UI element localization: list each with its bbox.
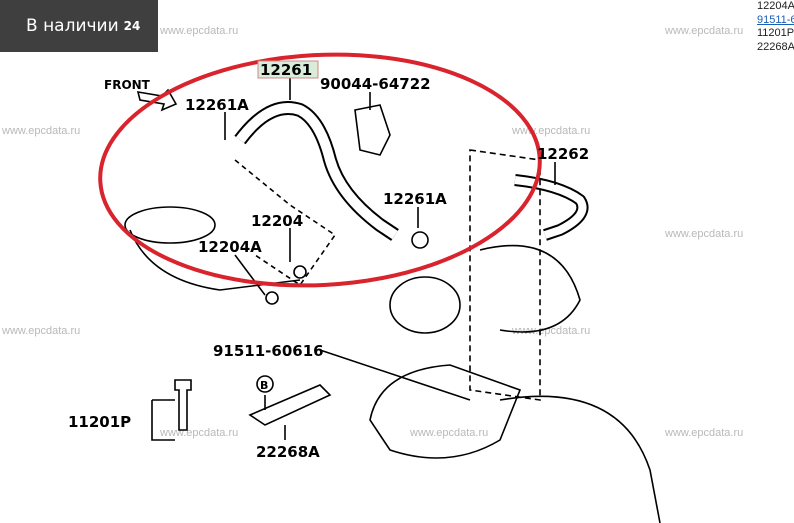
bracket-22268a	[248, 384, 332, 426]
availability-label: В наличии	[26, 16, 119, 36]
callout-12261a[interactable]: 12261A	[383, 190, 447, 208]
watermark: www.epcdata.ru	[2, 325, 81, 337]
callout-11201p[interactable]: 11201P	[68, 413, 131, 431]
side-list-item[interactable]: 22268A	[757, 40, 794, 53]
watermark: www.epcdata.ru	[160, 25, 239, 37]
callout-90044-64722[interactable]: 90044-64722	[320, 75, 431, 93]
callout-12204a[interactable]: 12204A	[198, 238, 262, 256]
callout-b-circle	[256, 375, 274, 393]
callout-22268a[interactable]: 22268A	[256, 443, 320, 461]
highlight-circle	[98, 52, 542, 288]
clip-90044	[354, 104, 391, 156]
side-list-item[interactable]: 11201P	[757, 27, 794, 39]
watermark: www.epcdata.ru	[665, 427, 744, 439]
parts-side-list: 12204A 91511-60616 11201P 22268A	[757, 0, 794, 54]
watermark: www.epcdata.ru	[410, 427, 489, 439]
availability-count: 24	[123, 19, 141, 33]
callout-91511-60616[interactable]: 91511-60616	[213, 342, 324, 360]
callout-12262[interactable]: 12262	[537, 145, 589, 163]
selected-part-highlight	[257, 60, 319, 79]
side-list-link[interactable]: 91511-60616	[757, 13, 794, 26]
side-list-item[interactable]: 12204A	[757, 0, 794, 12]
watermark: www.epcdata.ru	[512, 325, 591, 337]
watermark: www.epcdata.ru	[2, 125, 81, 137]
front-label: FRONT	[104, 78, 151, 92]
bolt-11201p	[174, 379, 192, 431]
watermark: www.epcdata.ru	[665, 25, 744, 37]
callout-b: B	[260, 379, 268, 392]
callout-12261a[interactable]: 12261A	[185, 96, 249, 114]
callout-12204[interactable]: 12204	[251, 212, 303, 230]
availability-badge: В наличии 24	[0, 0, 158, 52]
callout-12261[interactable]: 12261	[260, 61, 312, 79]
watermark: www.epcdata.ru	[665, 228, 744, 240]
